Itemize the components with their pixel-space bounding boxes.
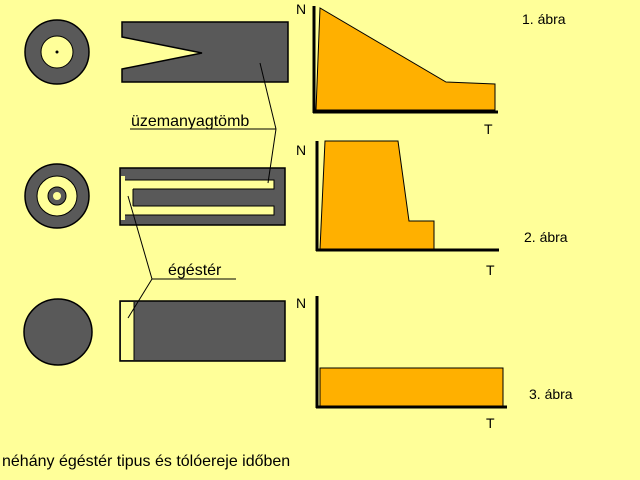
figure-title-1: 1. ábra [522,11,566,27]
fuel-block-label: üzemanyagtömb [131,113,249,130]
fuel-block-1 [121,21,289,83]
combustion-chamber-leader-2 [127,278,153,319]
y-axis-label-2: N [296,142,306,158]
thrust-curve-2 [319,140,435,250]
cross-section-3 [23,298,93,366]
caption: néhány égéstér tipus és tólóereje időben [2,453,290,470]
cross-section-2 [24,163,90,229]
combustion-chamber-leader-1 [127,195,153,280]
x-axis-label-3: T [486,415,495,431]
thrust-curve-1 [315,7,496,111]
fuel-block-3 [119,300,286,362]
x-axis-label-2: T [486,262,495,278]
y-axis-label-1: N [296,1,306,17]
y-axis-label-3: N [296,295,306,311]
fuel-block-2 [119,167,286,226]
figure-title-2: 2. ábra [524,229,568,245]
x-axis-label-1: T [484,121,493,137]
thrust-curve-3 [319,367,504,407]
fuel-block-leader-1 [259,62,277,130]
combustion-chamber-label: égéstér [168,262,222,279]
cross-section-1 [24,19,90,85]
fuel-block-leader-2 [267,128,277,184]
figure-title-3: 3. ábra [529,386,573,402]
